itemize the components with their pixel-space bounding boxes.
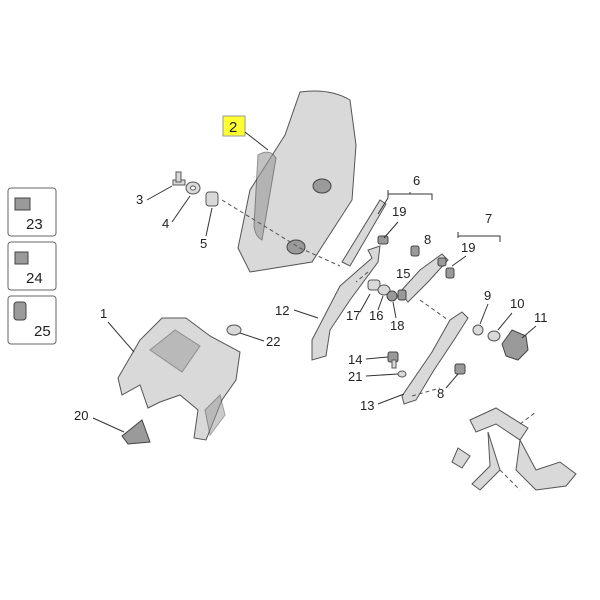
frame xyxy=(451,407,577,491)
front-fairing xyxy=(117,317,241,441)
label-17: 17 xyxy=(346,308,360,323)
grommet-5 xyxy=(205,191,219,207)
label-25: 25 xyxy=(34,323,51,340)
washer-21 xyxy=(397,370,407,378)
label-15: 15 xyxy=(396,266,410,281)
sidebar-item-24: 24 xyxy=(7,241,57,291)
bolt-8-upper xyxy=(410,245,420,257)
sidebar-item-23: 23 xyxy=(7,187,57,237)
bolt-19-upper xyxy=(377,235,389,245)
label-3: 3 xyxy=(136,192,143,207)
label-8-upper: 8 xyxy=(424,232,431,247)
sidebar-item-25: 25 xyxy=(7,295,57,345)
label-18: 18 xyxy=(390,318,404,333)
spacer-17 xyxy=(367,279,381,291)
label-16: 16 xyxy=(369,308,383,323)
spacer-10 xyxy=(487,330,501,342)
label-19-lower: 19 xyxy=(461,240,475,255)
label-23: 23 xyxy=(26,216,43,233)
bolt-14 xyxy=(387,351,399,369)
bracket-20 xyxy=(121,419,151,445)
label-19-upper: 19 xyxy=(392,204,406,219)
label-9: 9 xyxy=(484,288,491,303)
label-13: 13 xyxy=(360,398,374,413)
label-4: 4 xyxy=(162,216,169,231)
label-8-lower: 8 xyxy=(437,386,444,401)
label-7: 7 xyxy=(485,211,492,226)
label-2-highlight xyxy=(222,115,246,137)
bolt-22 xyxy=(226,324,242,336)
washer-4 xyxy=(185,181,201,195)
bracket-13 xyxy=(401,311,469,405)
bolt-8-lower xyxy=(454,363,466,375)
label-21: 21 xyxy=(348,369,362,384)
washer-9 xyxy=(472,324,484,336)
screw-3 xyxy=(172,171,186,186)
label-14: 14 xyxy=(348,352,362,367)
label-24: 24 xyxy=(26,270,43,287)
bolt-15 xyxy=(397,289,407,301)
bracket-12 xyxy=(311,199,387,361)
label-22: 22 xyxy=(266,334,280,349)
knob-11 xyxy=(501,329,529,361)
label-6: 6 xyxy=(413,173,420,188)
label-2: 2 xyxy=(229,119,237,136)
label-20: 20 xyxy=(74,408,88,423)
label-5: 5 xyxy=(200,236,207,251)
bracket-upper-right xyxy=(399,253,455,303)
label-11: 11 xyxy=(534,310,548,325)
washer-16 xyxy=(377,284,391,296)
nut-18 xyxy=(386,290,398,302)
label-10: 10 xyxy=(510,296,524,311)
label-1: 1 xyxy=(100,306,107,321)
label-12: 12 xyxy=(275,303,289,318)
windscreen xyxy=(221,90,357,273)
